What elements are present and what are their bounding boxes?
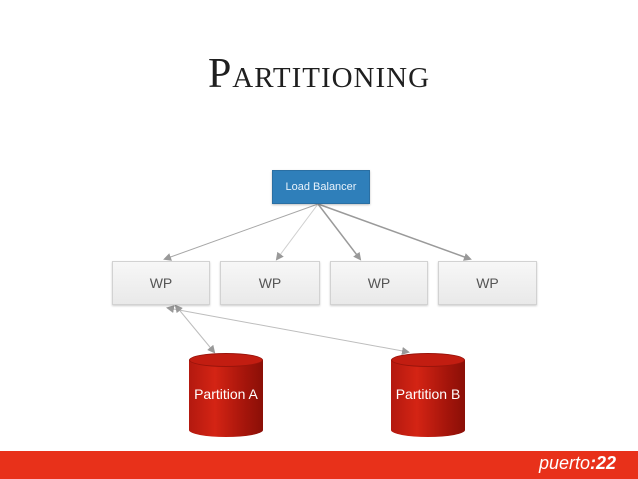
footer-bar: puerto:22 xyxy=(0,451,638,479)
wp-node-3: WP xyxy=(330,261,428,305)
partition-a-label: Partition A xyxy=(194,386,258,402)
wp-node-4: WP xyxy=(438,261,537,305)
wp-node-1: WP xyxy=(112,261,210,305)
logo-text: puerto xyxy=(538,453,590,473)
partition-b-database: Partition B xyxy=(391,353,465,437)
brand-logo: puerto:22 xyxy=(539,453,616,474)
partition-b-label: Partition B xyxy=(395,386,461,402)
lb-to-wp3-arrow xyxy=(317,203,362,261)
lb-to-wp2-arrow xyxy=(275,203,319,261)
lb-to-wp1-arrow xyxy=(163,203,319,261)
wp1-to-partition-a-arrow xyxy=(174,304,216,354)
lb-to-wp4-arrow xyxy=(317,203,472,261)
load-balancer-node: Load Balancer xyxy=(272,170,370,204)
logo-number: :22 xyxy=(589,453,616,473)
slide-title: Partitioning xyxy=(207,51,431,97)
partition-a-database: Partition A xyxy=(189,353,263,437)
wp-node-2: WP xyxy=(220,261,320,305)
wp1-to-partition-b-arrow xyxy=(166,305,410,355)
